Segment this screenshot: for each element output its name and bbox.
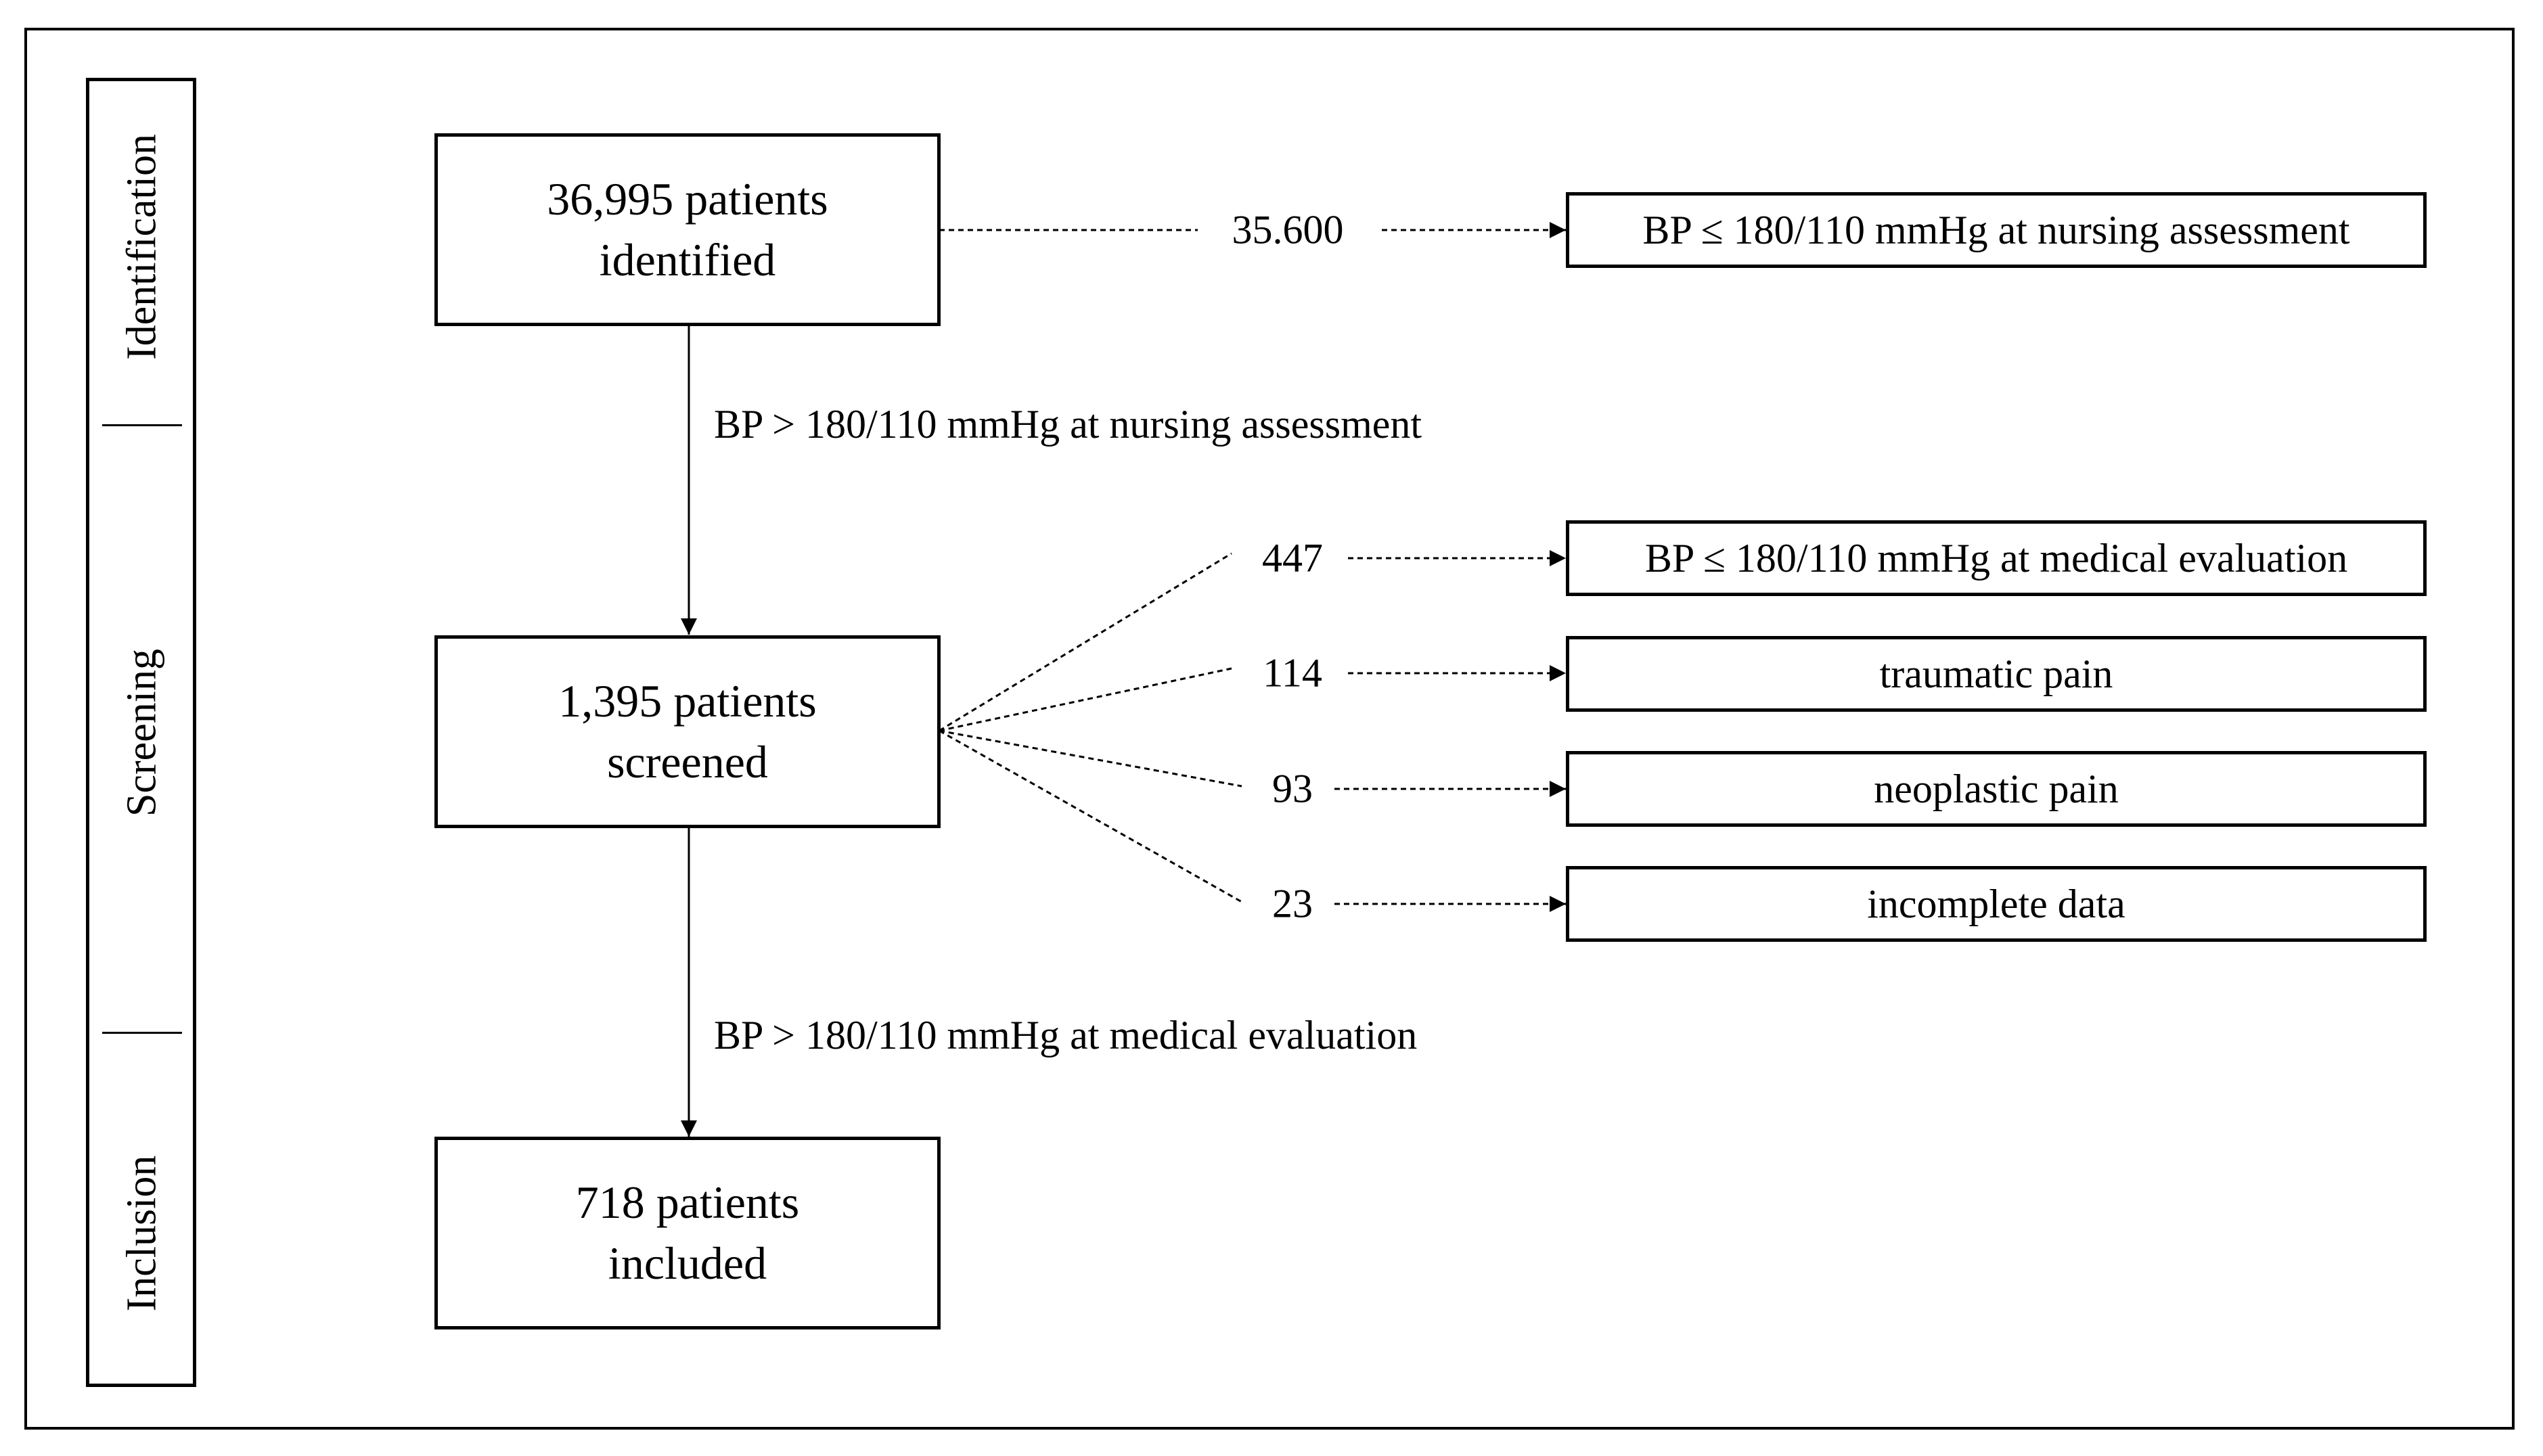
- box-screened: 1,395 patients screened: [434, 635, 941, 828]
- exclusion-label: BP ≤ 180/110 mmHg at medical evaluation: [1644, 535, 2348, 581]
- exclusion-label: BP ≤ 180/110 mmHg at nursing assessment: [1642, 207, 2350, 252]
- exclusion-count: 114: [1259, 650, 1326, 697]
- box-included-line1: 718 patients: [575, 1176, 800, 1228]
- exclusion-count: 23: [1268, 880, 1317, 928]
- box-identified-line2: identified: [599, 233, 776, 286]
- condition-medical: BP > 180/110 mmHg at medical evaluation: [714, 1013, 1418, 1057]
- box-identified-line1: 36,995 patients: [547, 173, 828, 225]
- exclusion-count: 447: [1258, 534, 1327, 582]
- stage-divider: [102, 424, 182, 426]
- condition-nursing: BP > 180/110 mmHg at nursing assessment: [714, 402, 1422, 447]
- stage-divider: [102, 1032, 182, 1034]
- exclusion-count: 35.600: [1228, 206, 1348, 254]
- box-identified: 36,995 patients identified: [434, 133, 941, 326]
- exclusion-box: traumatic pain: [1566, 636, 2427, 712]
- exclusion-label: neoplastic pain: [1874, 766, 2119, 811]
- exclusion-count: 93: [1268, 765, 1317, 813]
- exclusion-box: BP ≤ 180/110 mmHg at nursing assessment: [1566, 192, 2427, 268]
- exclusion-box: neoplastic pain: [1566, 751, 2427, 827]
- fan-line-114: [939, 667, 1232, 732]
- exclusion-label: incomplete data: [1867, 881, 2125, 926]
- fan-line-93: [939, 729, 1242, 788]
- box-included-line2: included: [608, 1237, 767, 1289]
- exclusion-box: BP ≤ 180/110 mmHg at medical evaluation: [1566, 520, 2427, 596]
- stage-column: [86, 78, 196, 1387]
- box-included: 718 patients included: [434, 1137, 941, 1329]
- fan-line-447: [939, 552, 1232, 732]
- fan-line-23: [939, 729, 1242, 903]
- box-screened-line2: screened: [607, 735, 768, 788]
- exclusion-label: traumatic pain: [1879, 651, 2113, 696]
- exclusion-box: incomplete data: [1566, 866, 2427, 942]
- box-screened-line1: 1,395 patients: [558, 675, 817, 727]
- figure-frame: [24, 28, 2515, 1430]
